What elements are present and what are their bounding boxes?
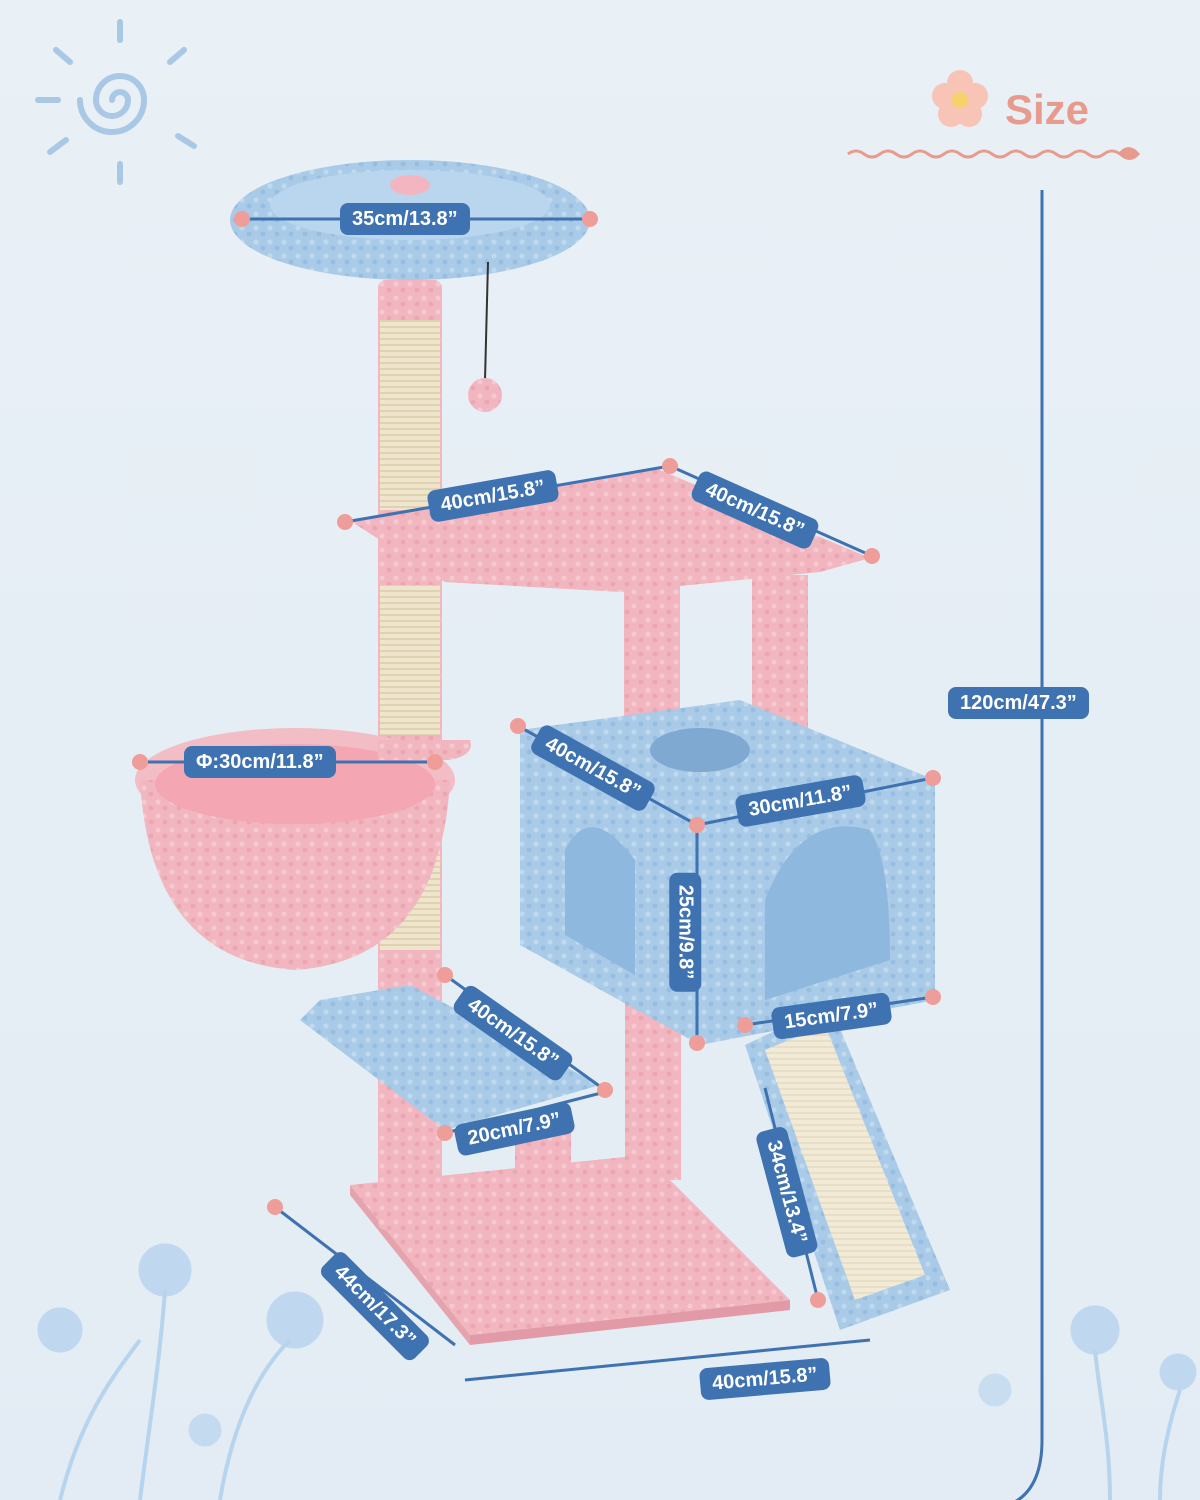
step-post <box>515 1130 571 1310</box>
wavy-underline <box>847 149 1121 159</box>
sun-doodle-icon <box>35 19 197 185</box>
dim-condo-height: 25cm/9.8” <box>669 872 702 992</box>
dim-total-height: 120cm/47.3” <box>948 687 1089 719</box>
sisal-wrap <box>380 585 440 735</box>
wildflower-doodle-icon <box>978 1305 1197 1500</box>
dim-basket-diameter: Φ:30cm/11.8” <box>184 746 336 778</box>
page-title: Size <box>1005 86 1090 133</box>
condo-window <box>565 827 635 975</box>
toy-ball <box>468 378 502 412</box>
toy-string <box>484 261 489 381</box>
dim-top-perch-width: 35cm/13.8” <box>340 203 470 235</box>
height-guide-line <box>1015 190 1044 1500</box>
wildflower-doodle-icon <box>37 1243 324 1500</box>
leaf-icon <box>1118 147 1140 160</box>
lower-post <box>625 1000 681 1180</box>
sisal-wrap <box>380 320 440 510</box>
flower-icon <box>932 70 988 127</box>
ramp-scratch-pad <box>765 1025 925 1300</box>
lower-step <box>300 985 600 1130</box>
condo-entrance <box>765 826 890 1000</box>
measure-markers <box>132 211 941 1308</box>
